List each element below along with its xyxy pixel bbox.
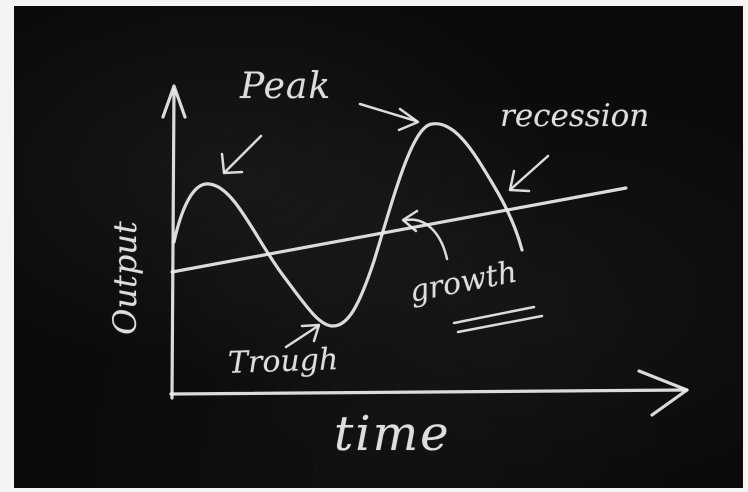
x-axis-line <box>169 388 689 396</box>
output-axis-label: Output <box>105 221 144 335</box>
growth-underline-1 <box>452 305 536 325</box>
trough-arrow <box>284 324 320 349</box>
x-axis-arrowhead <box>637 369 689 417</box>
growth-arrow-head <box>401 209 419 233</box>
chalkboard-photo: Peak recession growth Trough time Output <box>14 6 743 488</box>
peak-arrow-right-head <box>397 107 420 132</box>
trend-line <box>170 186 628 274</box>
growth-underline-2 <box>456 314 544 334</box>
recession-label: recession <box>500 98 650 134</box>
trough-label: Trough <box>227 342 339 381</box>
trough-arrow-head <box>300 323 321 343</box>
recession-arrow <box>509 154 550 191</box>
business-cycle-curve <box>172 122 524 328</box>
y-axis-line <box>170 88 176 400</box>
peak-label: Peak <box>240 66 332 107</box>
growth-arrow <box>404 218 449 261</box>
peak-arrow-right <box>358 102 418 123</box>
peak-arrow-left <box>223 134 263 174</box>
peak-arrow-left-head <box>220 152 244 175</box>
time-axis-label: time <box>334 406 451 462</box>
recession-arrow-head <box>508 169 531 193</box>
y-axis-arrowhead <box>161 84 187 119</box>
chalk-drawing <box>161 84 689 417</box>
